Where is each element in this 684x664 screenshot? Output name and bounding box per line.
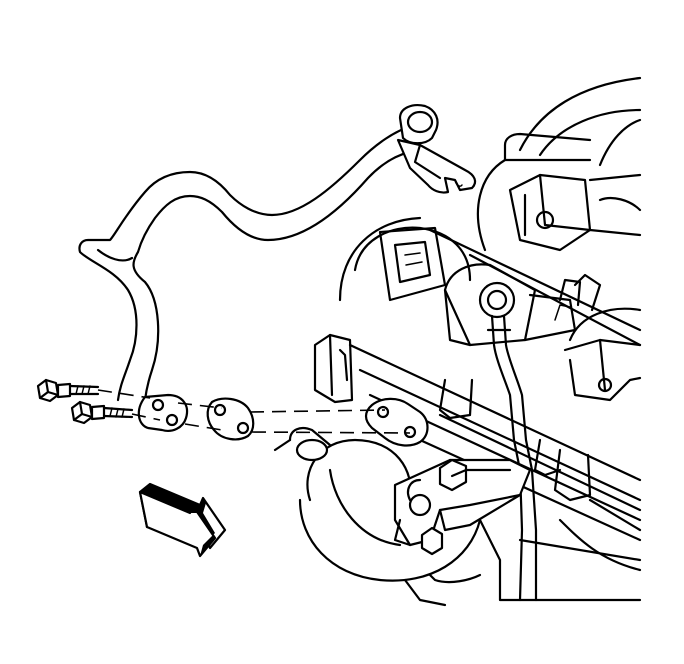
direction-arrow (138, 482, 227, 558)
bolt-lower (70, 400, 134, 425)
engine-assembly (273, 76, 642, 607)
bolt-upper (36, 378, 100, 403)
engine-flange-mount (364, 397, 429, 447)
alignment-guides (97, 389, 411, 434)
flange-gasket (206, 397, 255, 441)
pipe-flange (137, 393, 189, 432)
ground-strap-eyelet (478, 281, 538, 602)
lower-mounting-bracket (393, 458, 532, 556)
pipe-mounting-bracket (396, 104, 477, 194)
heater-hose-pipe (78, 123, 427, 402)
